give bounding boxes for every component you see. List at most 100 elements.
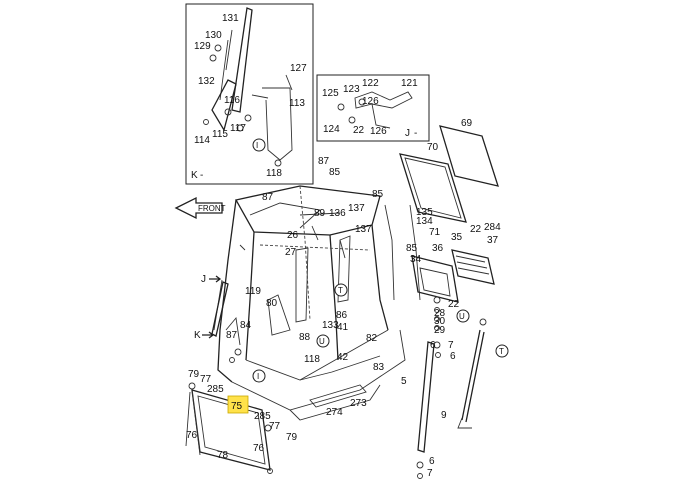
callout-number: 22 [470,224,482,235]
callout-number: 35 [451,232,463,243]
detail-j-box: J - [316,74,430,142]
cab-wiper [211,281,242,363]
callout-number: 88 [299,332,311,343]
callout-number: 9 [441,410,447,421]
callout-number: 117 [230,123,246,134]
callout-number: 134 [416,216,433,227]
svg-text:-: - [414,128,417,139]
callout-number: 135 [416,207,433,218]
callout-number: 87 [262,192,274,203]
callout-number: 84 [240,320,252,331]
callout-number: 116 [224,95,240,106]
callout-number: 85 [372,189,384,200]
callout-number: 34 [410,254,422,265]
callout-number: 22 [448,299,460,310]
cab-frame [213,185,421,421]
callout-number: 42 [337,352,349,363]
callout-number: 27 [285,247,297,258]
callout-number: 83 [373,362,385,373]
callout-number: 69 [461,118,473,129]
callout-number: 37 [487,235,499,246]
callout-number: 79 [188,369,200,380]
callout-number: 28 [434,308,446,319]
detail-k-tag: K [191,170,198,181]
callout-number: 5 [401,376,407,387]
callout-number: 89 [314,208,326,219]
circle-refs: T U U I T [252,283,509,383]
detail-k-box: K - I [185,3,314,185]
callout-number: 121 [401,78,418,89]
callout-number: 85 [406,243,418,254]
callout-number: 76 [253,443,265,454]
callout-number: 133 [322,320,339,331]
callout-number: 130 [205,30,222,41]
callout-number: 132 [198,76,215,87]
callout-number: 6 [430,340,436,351]
callout-number: 36 [432,243,444,254]
ref-circle-label: I [257,372,259,381]
callout-number: 78 [217,450,229,461]
callout-number: 127 [290,63,307,74]
callout-number: 123 [343,84,360,95]
callout-number: 80 [266,298,278,309]
ref-circle [252,138,266,152]
callout-number: 285 [254,411,271,422]
callout-number: 113 [289,98,305,109]
callout-number: 77 [269,421,281,432]
callout-number: 7 [448,340,454,351]
detail-j-tag: J [405,128,410,139]
callout-number: 118 [266,168,282,179]
callout-number: 87 [226,330,238,341]
callout-number: 137 [355,224,372,235]
ref-circle-label: T [499,347,504,356]
view-marker-k: K [194,330,201,341]
callout-number: 131 [222,13,239,24]
callout-number: 7 [427,468,433,479]
highlight-label: 75 [231,401,243,412]
highlight-box [227,395,249,414]
callout-number: 86 [336,310,348,321]
callout-number: 124 [323,124,340,135]
callout-number: 6 [429,456,435,467]
callout-number: 129 [194,41,211,52]
callout-number: 30 [434,316,446,327]
callout-number: 85 [329,167,341,178]
callout-number: 137 [348,203,365,214]
callout-number: 126 [370,126,387,137]
callout-number: 284 [484,222,501,233]
callout-number: 118 [304,354,320,365]
callout-number: 125 [322,88,339,99]
callout-number: 70 [427,142,439,153]
callout-number: 76 [186,430,198,441]
callout-number: 285 [207,384,224,395]
view-markers: J K [194,274,222,341]
callout-number: 26 [287,230,299,241]
ref-circle-label: U [459,312,465,321]
callout-number: 79 [286,432,298,443]
callout-number: 77 [200,374,212,385]
callout-number: 115 [212,129,228,140]
side-components [411,249,495,479]
callout-number: 274 [326,407,343,418]
callout-number: 29 [434,325,446,336]
front-arrow-label: FRONT [198,204,226,213]
ref-circle-label: T [338,286,343,295]
callout-number: 71 [429,227,441,238]
callout-number: 273 [350,398,367,409]
callout-number: 126 [362,96,379,107]
window-glass-parts [399,125,499,223]
front-arrow: FRONT [174,196,226,220]
callout-number: 119 [245,286,261,297]
ref-circle-label: U [319,337,325,346]
ref-circle-label: I [256,141,258,150]
callout-number: 87 [318,156,330,167]
callout-number: 82 [366,333,378,344]
callout-number: 41 [337,322,349,333]
callout-number: 22 [353,125,365,136]
callout-number: 6 [450,351,456,362]
view-marker-j: J [201,274,206,285]
svg-text:-: - [200,170,203,181]
callout-number: 122 [362,78,379,89]
